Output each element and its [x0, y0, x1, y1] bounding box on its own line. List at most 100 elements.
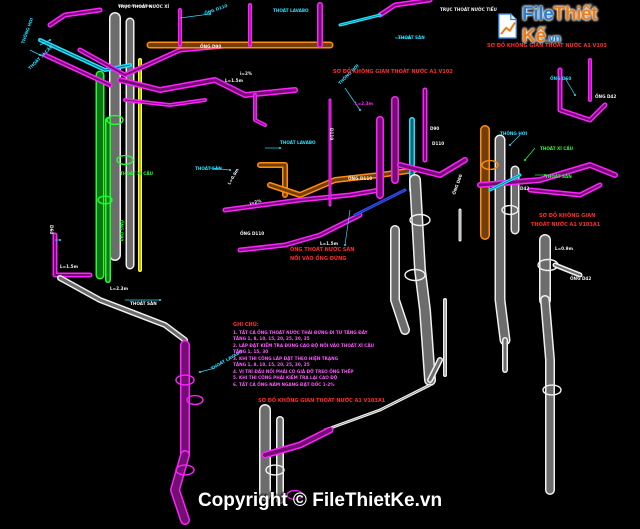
- leader-arrowhead: [229, 169, 231, 171]
- leader-line: [199, 367, 216, 373]
- pipe-segment-inner: [398, 158, 467, 177]
- pipe-dimension-label: THOÁT XÍ CẦU: [540, 146, 574, 151]
- tee-fitting: [542, 384, 562, 396]
- tee-fitting: [116, 154, 134, 166]
- pipe-dimension-label: THÔNG HƠI: [20, 17, 34, 45]
- pipe-segment-inner: [529, 184, 601, 196]
- note-line: 4. VỊ TRÍ ĐẤU NỐI PHẢI CÓ GIÁ ĐỠ TREO ỐN…: [233, 368, 354, 374]
- elbow-fitting: [175, 464, 195, 476]
- leader-arrowhead: [209, 13, 211, 15]
- pipe-dimension-label: THOÁT SÀN: [195, 166, 222, 171]
- drain-white-diag: [323, 383, 432, 432]
- logo-word-thietke: Thiết Kế: [522, 4, 598, 47]
- title-right-line-2: THOÁT NƯỚC A1 V103A1: [531, 222, 601, 228]
- pipe-segment-inner: [254, 94, 266, 126]
- pipe-dimension-label: D110: [329, 128, 334, 140]
- pipe-segment-inner: [118, 78, 297, 97]
- filethietke-logo: FileThiết Kế.vn: [496, 4, 632, 47]
- title-middle: SƠ ĐỒ KHÔNG GIAN THOÁT NƯỚC A1 V102: [333, 69, 453, 75]
- pipe-segment-inner: [496, 136, 509, 344]
- logo-word-suffix: .vn: [545, 33, 561, 45]
- leader-arrowhead: [359, 109, 361, 111]
- pipe-dimension-label: ỐNG D90: [200, 44, 221, 49]
- leader-arrowhead: [574, 94, 576, 96]
- logo-word-file: File: [522, 4, 554, 25]
- copyright-watermark: Copyright © FileThietKe.vn: [197, 490, 443, 511]
- pipe-dimension-label: D42: [520, 186, 529, 191]
- leader-arrowhead: [544, 174, 546, 176]
- elbow-fitting: [286, 489, 304, 501]
- tee-fitting: [106, 114, 124, 126]
- pipe-dimension-label: THOÁT SÀN: [130, 301, 157, 306]
- leader-arrowhead: [524, 159, 526, 161]
- pipe-segment-inner: [39, 39, 131, 71]
- pipe-segment-inner: [428, 358, 442, 382]
- title-right-line-1: SƠ ĐỒ KHÔNG GIAN: [539, 213, 596, 219]
- pipe-dimension-label: THOÁT LAVABO: [273, 8, 309, 13]
- pipe-dimension-label: THOÁT SÀN: [398, 35, 425, 40]
- pipe-segment-inner: [258, 163, 287, 197]
- pipe-dimension-label: ỐNG D60: [550, 76, 571, 81]
- pipe-dimension-label: L=2.3m: [110, 286, 129, 291]
- pipe-segment-inner: [391, 226, 409, 334]
- pipe-dimension-label: TRỤC THOÁT NƯỚC XÍ: [118, 4, 169, 9]
- leader-line: [344, 87, 361, 111]
- note-line: TẦNG 1, 8, 10, 15, 20, 25, 30, 35: [233, 362, 310, 368]
- pipe-segment-inner: [171, 451, 189, 524]
- note-line: 1. TẤT CẢ ỐNG THOÁT NƯỚC THẢI ĐỨNG ĐI TỪ…: [233, 329, 368, 335]
- pipe-dimension-label: ỐNG D110: [348, 176, 372, 181]
- pipe-segment-inner: [478, 163, 617, 187]
- pipe-dimension-label: ỐNG D110: [240, 231, 264, 236]
- pipe-segment-inner: [54, 234, 91, 276]
- pipe-dimension-label: L=2.3m: [355, 101, 374, 106]
- leader-arrowhead: [279, 147, 281, 149]
- pipe-segment-inner: [379, 0, 431, 16]
- pipe-segment-inner: [489, 174, 521, 191]
- red-note-1: ỐNG THOÁT NƯỚC SÀN: [290, 247, 355, 253]
- title-bottom: SƠ ĐỒ KHÔNG GIAN THOÁT NƯỚC A1 V103A1: [258, 398, 386, 404]
- tee-fitting: [97, 195, 113, 205]
- tee-fitting: [265, 464, 285, 476]
- pipe-segment-inner: [239, 214, 361, 251]
- pipe-dimension-label: i=2%: [249, 198, 263, 206]
- pipe-segment-inner: [58, 276, 187, 342]
- leader-arrowhead: [509, 144, 511, 146]
- document-logo-icon: [498, 13, 518, 39]
- tee-fitting: [501, 204, 519, 216]
- note-line: 5. KHI THI CÔNG PHẢI KIỂM TRA LẠI CAO ĐỘ: [233, 375, 338, 381]
- leader-line: [39, 39, 51, 46]
- pipe-dimension-label: ỐNG D42: [570, 276, 591, 281]
- tee-fitting: [404, 268, 426, 282]
- label-leaders: [29, 5, 576, 373]
- note-line: 3. KHI THI CÔNG LẮP ĐẶT THEO HIỆN TRẠNG: [233, 355, 339, 361]
- pipe-segment-inner: [354, 189, 406, 216]
- pipe-dimension-label: i=2%: [240, 71, 253, 76]
- pipe-dimension-label: L=1.5m: [320, 241, 339, 246]
- red-note-2: NỐI VÀO ỐNG ĐỨNG: [290, 256, 347, 262]
- leader-arrowhead: [159, 299, 161, 301]
- pipe-segment-inner: [554, 264, 581, 276]
- tee-fitting: [409, 213, 431, 227]
- pipe-dimension-label: D60: [49, 225, 54, 234]
- leader-line: [209, 167, 231, 171]
- leader-arrowhead: [344, 244, 346, 246]
- elbow-fitting: [175, 374, 195, 386]
- vent-top-middle: [377, 0, 433, 18]
- pipe-dimension-label: ỐNG D90: [119, 220, 124, 241]
- note-line: 6. TẤT CẢ ỐNG NẰM NGANG ĐẶT DỐC 1-2%: [233, 381, 335, 387]
- leader-line: [564, 77, 576, 96]
- leader-arrowhead: [409, 37, 411, 39]
- pipe-dimension-label: ỐNG D60: [451, 174, 463, 196]
- leader-arrowhead: [49, 39, 51, 41]
- leader-arrowhead: [199, 371, 201, 373]
- leader-arrowhead: [149, 5, 151, 7]
- elbow-fitting: [186, 394, 204, 406]
- pipe-network: [38, 0, 618, 525]
- notes-heading: GHI CHÚ:: [233, 322, 259, 328]
- pipe-dimension-label: THOÁT LAVABO: [280, 140, 316, 145]
- pipe-segment-inner: [44, 54, 111, 86]
- pipe-segment-inner: [263, 428, 332, 457]
- pipe-segment-inner: [559, 69, 606, 121]
